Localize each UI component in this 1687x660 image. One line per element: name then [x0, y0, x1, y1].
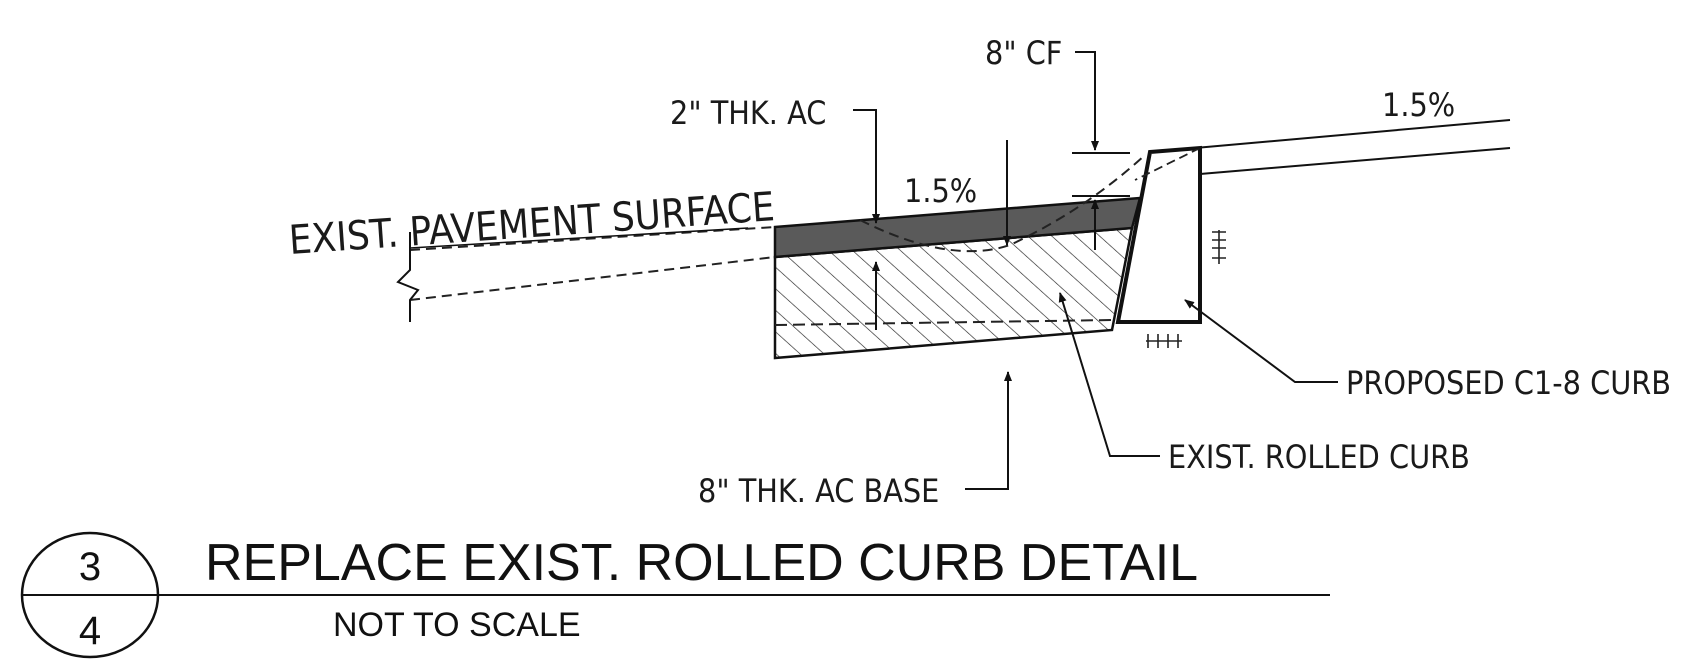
sheet-number: 4 [79, 609, 101, 653]
slope-left-label: 1.5% [904, 172, 977, 210]
ac-surface-layer [773, 196, 1142, 259]
cf-label: 8" CF [985, 34, 1062, 72]
proposed-curb-label: PROPOSED C1-8 CURB [1346, 364, 1671, 402]
ac-base-leader [965, 371, 1012, 490]
exist-rolled-curb-outline [859, 154, 1146, 253]
ac-thickness-leader [853, 109, 880, 224]
finished-grade-lines [1149, 119, 1511, 175]
exist-pavement-line [396, 226, 1113, 326]
detail-title: REPLACE EXIST. ROLLED CURB DETAIL [205, 534, 1198, 592]
cf-leader [1075, 51, 1099, 151]
detail-number: 3 [79, 545, 101, 589]
exist-curb-label: EXIST. ROLLED CURB [1168, 438, 1470, 476]
ac-thickness-label: 2" THK. AC [670, 94, 826, 132]
rebar-mark-vertical [1212, 230, 1226, 264]
ac-base-label: 8" THK. AC BASE [698, 472, 939, 510]
scale-note: NOT TO SCALE [333, 606, 581, 644]
exist-pavement-underline [409, 227, 749, 249]
proposed-curb-leader [1184, 299, 1338, 383]
exist-pavement-label: EXIST. PAVEMENT SURFACE [287, 184, 776, 264]
rebar-mark-horizontal [1146, 334, 1182, 348]
exist-curb-leader [1058, 292, 1160, 457]
slope-right-label: 1.5% [1382, 86, 1455, 124]
